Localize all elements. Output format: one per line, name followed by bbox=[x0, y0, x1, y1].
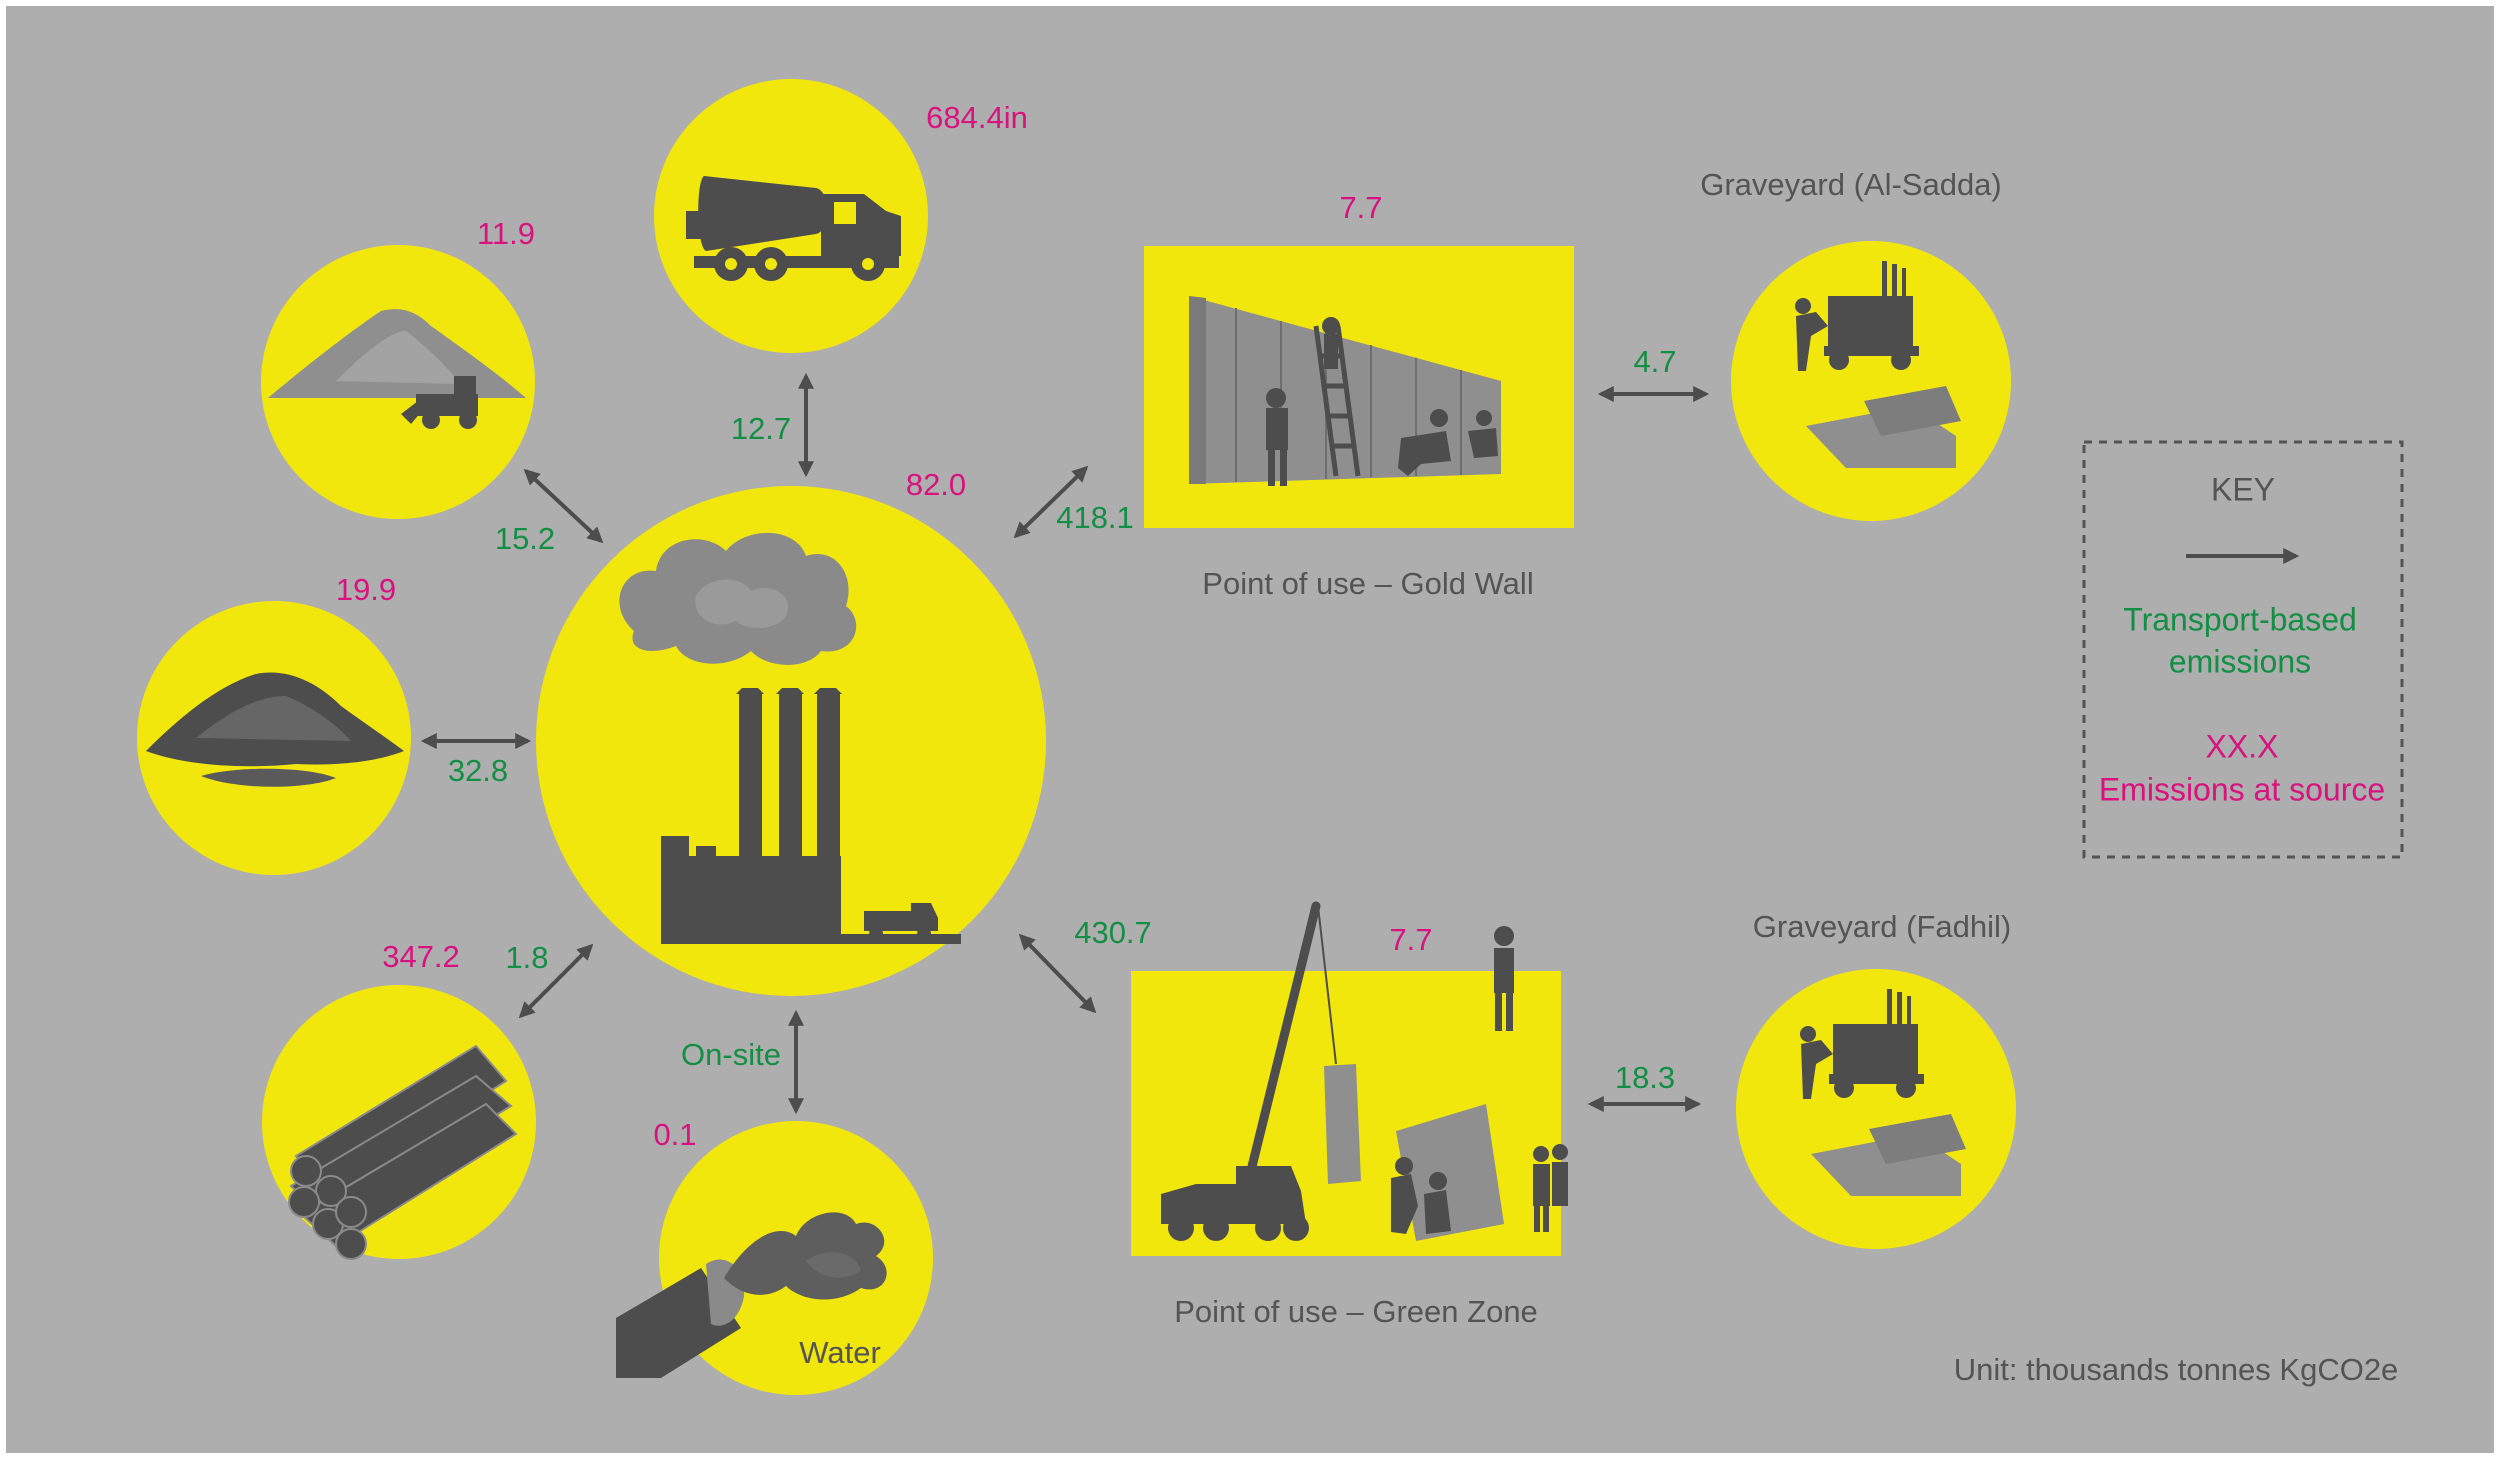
forklift-and-slabs-icon bbox=[1800, 989, 1966, 1196]
unit-label: Unit: thousands tonnes KgCO2e bbox=[1953, 1352, 2399, 1387]
graveyard-fadhil-circle bbox=[1736, 969, 2016, 1249]
steel-source-emission: 347.2 bbox=[382, 939, 460, 974]
transport-arrows bbox=[420, 372, 1710, 1115]
water-pipe-icon bbox=[616, 1212, 887, 1378]
gold-wall-label: Point of use – Gold Wall bbox=[1202, 566, 1534, 601]
soldiers-at-wall-icon bbox=[1189, 296, 1501, 486]
key-source-placeholder: XX.X bbox=[2205, 728, 2279, 765]
sand-source-emission: 11.9 bbox=[476, 216, 536, 251]
water-transport-label: On-site bbox=[681, 1037, 781, 1072]
factory-source-emission: 82.0 bbox=[905, 467, 967, 502]
key-transport-line1: Transport-based bbox=[2123, 601, 2357, 638]
green-zone-source-emission: 7.7 bbox=[1389, 922, 1433, 957]
gravel-pile-icon bbox=[146, 672, 404, 787]
fadhil-transport-emission: 18.3 bbox=[1614, 1060, 1676, 1095]
arrow-sand bbox=[523, 468, 604, 544]
factory-icon bbox=[619, 532, 961, 944]
key-box bbox=[2082, 440, 2404, 859]
steel-rebar-bundle-icon bbox=[288, 1044, 518, 1260]
arrow-steel bbox=[518, 943, 594, 1019]
arrow-gold-wall bbox=[1013, 465, 1089, 539]
water-source-emission: 0.1 bbox=[653, 1117, 697, 1152]
crane-placing-barrier-icon bbox=[1161, 901, 1568, 1241]
green-zone-label: Point of use – Green Zone bbox=[1174, 1294, 1538, 1329]
gold-wall-transport-emission: 418.1 bbox=[1056, 500, 1134, 535]
gravel-transport-emission: 32.8 bbox=[447, 753, 509, 788]
key-transport-line2: emissions bbox=[2168, 643, 2312, 680]
truck-source-emission: 684.4in bbox=[926, 100, 1028, 135]
al-sadda-transport-emission: 4.7 bbox=[1633, 344, 1677, 379]
arrow-green-zone bbox=[1018, 933, 1097, 1014]
truck-transport-emission: 12.7 bbox=[730, 411, 792, 446]
concrete-mixer-truck-icon bbox=[686, 176, 901, 281]
key-title: KEY bbox=[2210, 471, 2276, 508]
gravel-source-emission: 19.9 bbox=[335, 572, 397, 607]
emissions-diagram: 684.4in 11.9 19.9 347.2 0.1 82.0 7.7 7.7… bbox=[6, 6, 2494, 1453]
gold-wall-source-emission: 7.7 bbox=[1339, 190, 1383, 225]
diagram-canvas bbox=[6, 6, 2494, 1453]
water-label: Water bbox=[799, 1335, 881, 1370]
graveyard-fadhil-label: Graveyard (Fadhil) bbox=[1752, 909, 2012, 944]
forklift-and-slabs-icon bbox=[1795, 261, 1961, 468]
graveyard-al-sadda-label: Graveyard (Al-Sadda) bbox=[1700, 167, 2002, 202]
green-zone-transport-emission: 430.7 bbox=[1074, 915, 1152, 950]
graveyard-al-sadda-circle bbox=[1731, 241, 2011, 521]
sand-transport-emission: 15.2 bbox=[494, 521, 556, 556]
sand-pile-bulldozer-icon bbox=[268, 309, 526, 429]
key-source-label: Emissions at source bbox=[2098, 771, 2386, 808]
steel-transport-emission: 1.8 bbox=[505, 940, 549, 975]
